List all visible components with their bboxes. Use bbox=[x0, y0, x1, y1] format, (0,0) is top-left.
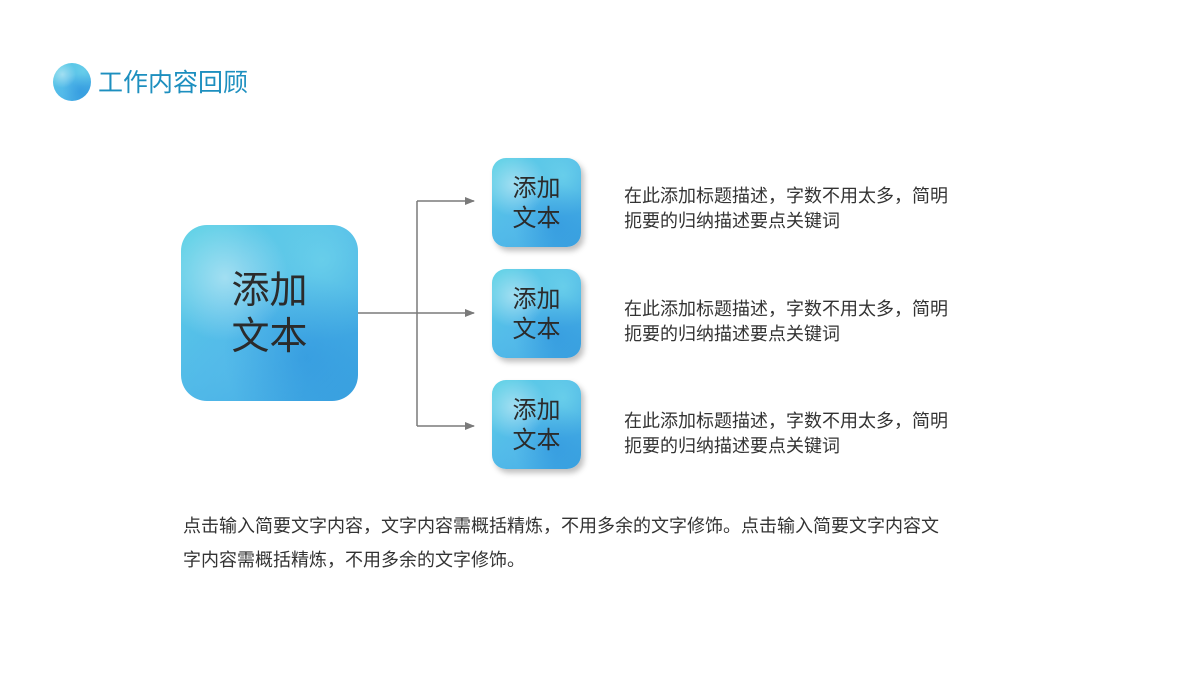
description-3-line1: 在此添加标题描述，字数不用太多，简明 bbox=[624, 411, 948, 432]
sub-node-1: 添加 文本 bbox=[492, 158, 581, 247]
summary-line1: 点击输入简要文字内容，文字内容需概括精炼，不用多余的文字修饰。点击输入简要文字内… bbox=[183, 516, 939, 537]
sub-node-2: 添加 文本 bbox=[492, 269, 581, 358]
description-2: 在此添加标题描述，字数不用太多，简明 扼要的归纳描述要点关键词 bbox=[624, 297, 1004, 347]
sub-node-3: 添加 文本 bbox=[492, 380, 581, 469]
description-1-line2: 扼要的归纳描述要点关键词 bbox=[624, 211, 840, 232]
main-node-line1: 添加 bbox=[231, 268, 308, 312]
sub-node-2-line2: 文本 bbox=[512, 314, 561, 343]
sub-node-1-line1: 添加 bbox=[512, 173, 561, 202]
title-bullet-icon bbox=[53, 63, 91, 101]
description-1-line1: 在此添加标题描述，字数不用太多，简明 bbox=[624, 186, 948, 207]
sub-node-1-line2: 文本 bbox=[512, 203, 561, 232]
sub-node-3-line2: 文本 bbox=[512, 425, 561, 454]
description-3: 在此添加标题描述，字数不用太多，简明 扼要的归纳描述要点关键词 bbox=[624, 409, 1004, 459]
description-2-line1: 在此添加标题描述，字数不用太多，简明 bbox=[624, 299, 948, 320]
summary-line2: 字内容需概括精炼，不用多余的文字修饰。 bbox=[183, 550, 525, 571]
main-node: 添加 文本 bbox=[181, 225, 358, 401]
description-1: 在此添加标题描述，字数不用太多，简明 扼要的归纳描述要点关键词 bbox=[624, 184, 1004, 234]
sub-node-3-line1: 添加 bbox=[512, 395, 561, 424]
summary-text: 点击输入简要文字内容，文字内容需概括精炼，不用多余的文字修饰。点击输入简要文字内… bbox=[183, 510, 1033, 578]
description-3-line2: 扼要的归纳描述要点关键词 bbox=[624, 436, 840, 457]
main-node-line2: 文本 bbox=[231, 314, 308, 358]
description-2-line2: 扼要的归纳描述要点关键词 bbox=[624, 324, 840, 345]
sub-node-2-line1: 添加 bbox=[512, 284, 561, 313]
page-title: 工作内容回顾 bbox=[98, 68, 249, 97]
